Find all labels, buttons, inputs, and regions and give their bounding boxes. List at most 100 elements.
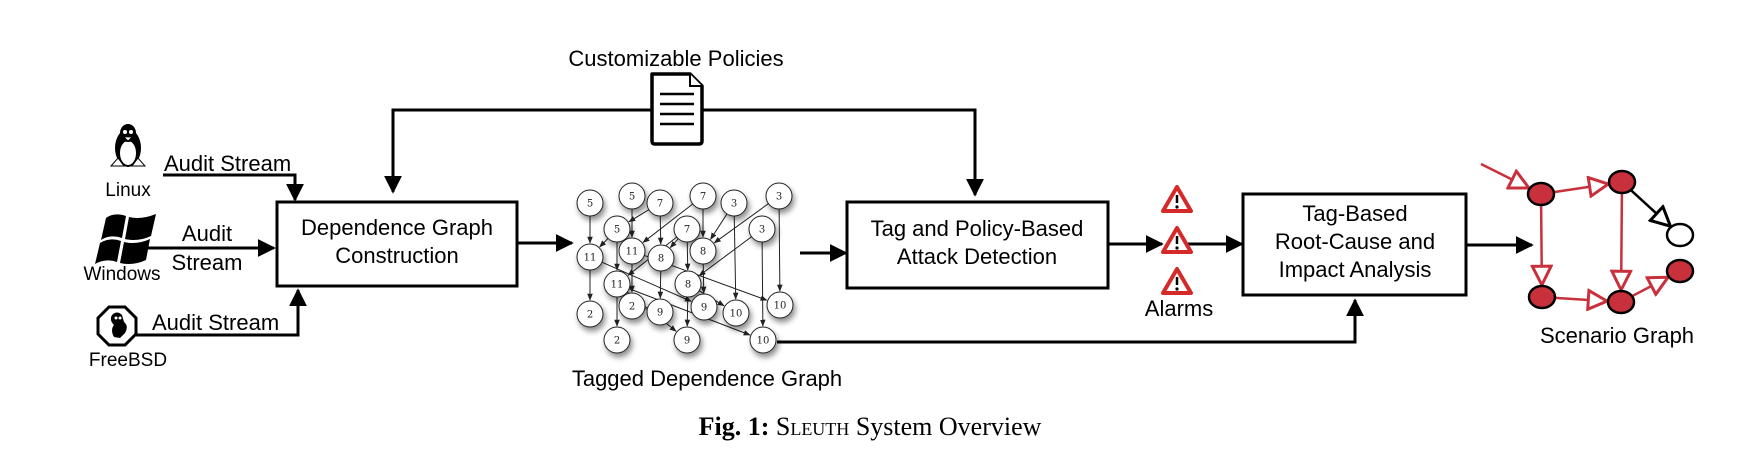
tagged-graph-edge [698,236,752,277]
freebsd-daemon-icon [96,305,138,347]
tagged-graph-edge [599,238,609,248]
tagged-graph-node-tag: 2 [587,310,593,321]
caption-prefix: Fig. 1: [698,412,770,441]
scenario-graph-label: Scenario Graph [1540,323,1694,348]
tagged-graph-edge [760,241,766,327]
tagged-graph-node-tag: 8 [700,247,706,258]
scenario-graph-node [1606,289,1636,315]
tagged-graph-node: 3 [720,189,748,217]
linux-stream-label: Audit Stream [164,151,291,176]
detection-label-line1: Tag and Policy-Based [871,216,1084,241]
scenario-graph-edge [1480,162,1529,188]
tagged-graph-node-tag: 11 [584,253,597,264]
scenario-graph-node [1527,284,1557,310]
scenario-graph-edge [1554,298,1607,301]
tagged-graph-edge [732,215,739,300]
tagged-graph-edge [684,241,691,271]
analysis-label-line2: Root-Cause and [1275,229,1435,254]
linux-label: Linux [105,180,151,201]
tagged-graph-label: Tagged Dependence Graph [572,366,842,391]
freebsd-label: FreeBSD [89,350,167,371]
tagged-graph-node: 5 [603,215,631,243]
tagged-graph-node-tag: 5 [587,199,593,210]
tagged-graph-node: 5 [576,189,604,217]
warning-triangle-icon [1161,226,1193,254]
tagged-graph-node-tag: 3 [731,199,737,210]
analysis-label-line3: Impact Analysis [1279,257,1432,282]
tagged-graph-node-tag: 7 [657,199,663,210]
tagged-graph-node: 10 [722,299,750,327]
tagged-graph-node: 7 [673,215,701,243]
tagged-graph-node: 11 [618,237,646,265]
tagged-graph-node: 10 [766,291,794,319]
tagged-graph-node: 7 [646,189,674,217]
graph-to-analysis-arrow [777,298,1364,344]
tagged-graph-node-tag: 8 [658,254,664,265]
windows-label: Windows [83,264,160,285]
alarms-label: Alarms [1145,296,1213,321]
tagged-graph-node-tag: 9 [684,336,690,347]
tagged-graph-node: 5 [618,182,646,210]
tagged-graph-node-tag: 5 [629,192,635,203]
construction-box [275,200,519,288]
tagged-graph-node-tag: 3 [776,192,782,203]
tagged-graph-node: 11 [603,270,631,298]
tagged-graph-edge [642,203,694,243]
windows-stream-label-line2: Stream [172,250,243,275]
tagged-graph-edge [710,213,728,240]
tagged-graph-node: 3 [765,182,793,210]
tagged-graph-edge [628,209,650,223]
document-icon [650,72,704,146]
windows-logo-icon [95,214,156,264]
warning-triangle-icon [1161,185,1193,213]
linux-tux-icon [109,124,147,167]
analysis-label-line1: Tag-Based [1302,201,1407,226]
figure-caption: Fig. 1: Sleuth System Overview [0,412,1740,442]
policy-to-detection-arrow [702,108,984,197]
tagged-graph-node-tag: 9 [657,308,663,319]
tagged-graph-node: 9 [673,326,701,354]
scenario-graph-node [1607,169,1637,195]
tagged-graph-edge [684,296,691,327]
scenario-graph-edge [1553,184,1608,192]
caption-system-name: Sleuth [775,412,850,441]
construction-label-line2: Construction [335,243,459,268]
tagged-graph-node: 2 [576,300,604,328]
tagged-graph-node-tag: 7 [684,225,690,236]
scenario-graph-edge [1541,204,1542,285]
tagged-graph-node-tag: 10 [757,336,770,347]
warning-triangle-icon [1161,267,1193,295]
windows-stream-label-line1: Audit [182,221,232,246]
tagged-graph-edge [700,263,707,294]
tagged-graph-node: 8 [689,237,717,265]
scenario-graph-edge [1629,189,1671,226]
tagged-graph-edge [777,208,783,292]
detection-box [845,200,1110,290]
tagged-graph-node: 10 [749,326,777,354]
construction-label-line1: Dependence Graph [301,215,493,240]
tagged-graph-node: 2 [603,326,631,354]
tagged-graph-node: 8 [674,270,702,298]
tagged-graph-node-tag: 9 [701,303,707,314]
tagged-graph-node-tag: 11 [626,247,639,258]
policies-label: Customizable Policies [568,46,783,71]
tagged-graph-node: 9 [646,298,674,326]
scenario-graph-edge [1621,192,1622,290]
detection-label-line2: Attack Detection [897,244,1057,269]
tagged-graph-node-tag: 3 [759,225,765,236]
scenario-graph [1480,162,1695,315]
tagged-graph-node: 9 [690,293,718,321]
tagged-graph-edge [628,288,751,336]
freebsd-stream-arrow [136,288,307,337]
tagged-graph-node: 3 [748,215,776,243]
tagged-graph-edge [657,270,664,299]
tagged-graph-node-tag: 2 [614,336,620,347]
alarm-icons [1161,185,1193,295]
scenario-graph-node [1665,258,1695,284]
caption-suffix: System Overview [855,412,1042,441]
tagged-graph-edge [713,203,769,244]
tagged-graph-node: 2 [618,292,646,320]
tagged-graph-node-tag: 10 [730,309,743,320]
tagged-graph-node: 8 [647,244,675,272]
